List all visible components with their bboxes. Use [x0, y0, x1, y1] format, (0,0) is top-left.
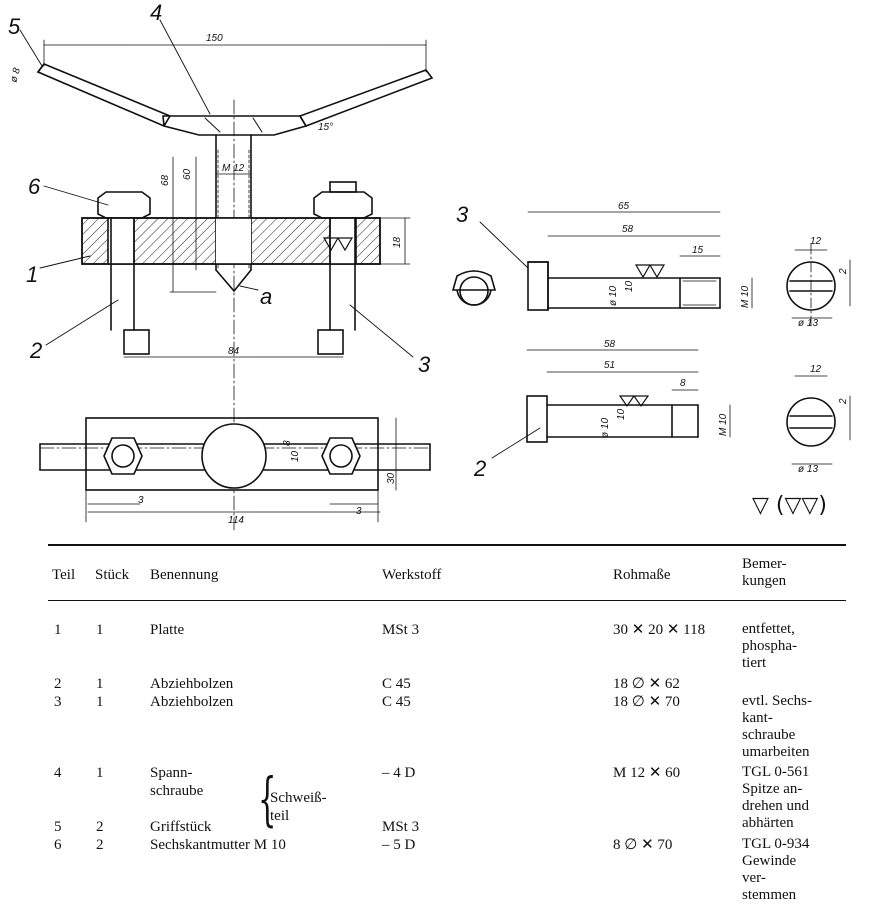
dim-10-a: 10 [624, 280, 635, 292]
dim-8-b: 8 [680, 378, 686, 389]
header-teil: Teil [52, 567, 76, 583]
row5-benennung: Griffstück [150, 819, 212, 835]
dim-3-left: 3 [138, 495, 144, 506]
row3-werkstoff: C 45 [382, 694, 411, 710]
part2-detail [526, 349, 851, 465]
dim-12-a: 12 [810, 236, 822, 247]
dim-12-b: 12 [810, 364, 822, 375]
row1-teil: 1 [54, 622, 62, 638]
row1-werkstoff: MSt 3 [382, 622, 420, 638]
row2-stueck: 1 [96, 676, 104, 692]
row6-benennung: Sechskantmutter M 10 [150, 837, 286, 853]
row1-rohmasse: 30 ✕ 20 ✕ 118 [613, 622, 706, 638]
dim-30: 30 [386, 472, 397, 484]
row2-werkstoff: C 45 [382, 676, 411, 692]
table-header-rule [48, 600, 846, 601]
header-werkstoff: Werkstoff [382, 567, 442, 583]
dim-150: 150 [206, 33, 223, 44]
dim-58-a: 58 [622, 224, 634, 235]
surface-finish-legend: ▽ (▽▽) [752, 493, 827, 518]
row4-benennung: Spann- schraube [150, 765, 204, 799]
dim-dia-13-a: ø 13 [798, 318, 818, 329]
header-stueck: Stück [95, 567, 130, 583]
weld-note: Schweiß- teil [270, 790, 327, 824]
part-number-3: 3 [418, 352, 431, 377]
row4-bemerkungen: TGL 0-561 Spitze an- drehen und abhärten [742, 764, 810, 831]
dim-m12: M 12 [222, 163, 245, 174]
bolt-left [97, 191, 151, 355]
row1-benennung: Platte [150, 622, 185, 638]
dim-10-b: 10 [616, 408, 627, 420]
part-number-5: 5 [8, 14, 21, 39]
dim-58-b: 58 [604, 339, 616, 350]
row3-bemerkungen: evtl. Sechs- kant- schraube umarbeiten [742, 693, 812, 760]
technical-drawing: 5 4 6 1 2 a 3 3 2 150 ø 8 15° M 12 68 60… [8, 0, 851, 531]
dim-65: 65 [618, 201, 630, 212]
row4-werkstoff: – 4 D [382, 765, 416, 781]
dim-18: 18 [392, 236, 403, 248]
top-view [39, 417, 431, 523]
dim-dia-8: ø 8 [9, 66, 23, 83]
weld-brace: { [258, 765, 277, 833]
dim-3-right: 3 [356, 506, 362, 517]
row2-benennung: Abziehbolzen [150, 676, 234, 692]
row3-teil: 3 [54, 694, 62, 710]
part3-detail [451, 211, 851, 327]
row6-werkstoff: – 5 D [382, 837, 416, 853]
row5-teil: 5 [54, 819, 62, 835]
part-label-a: a [260, 284, 272, 309]
row6-stueck: 2 [96, 837, 104, 853]
dim-dia-10-b: ø 10 [600, 418, 611, 438]
dim-114: 114 [228, 515, 244, 526]
part-number-1: 1 [26, 262, 38, 287]
detail-number-2: 2 [473, 456, 486, 481]
header-rohmasse: Rohmaße [613, 567, 671, 583]
header-bemerkungen: Bemer- kungen [742, 556, 787, 589]
part-number-2: 2 [29, 338, 42, 363]
row1-stueck: 1 [96, 622, 104, 638]
row3-rohmasse: 18 ∅ ✕ 70 [613, 694, 680, 710]
row5-stueck: 2 [96, 819, 104, 835]
dim-m10-a: M 10 [740, 285, 751, 308]
table-top-rule [48, 544, 846, 546]
dim-dia-10-a: ø 10 [608, 286, 619, 306]
row3-benennung: Abziehbolzen [150, 694, 234, 710]
dim-2-b: 2 [838, 398, 849, 405]
dim-84: 84 [228, 346, 240, 357]
row6-teil: 6 [54, 837, 62, 853]
part-number-4: 4 [150, 0, 162, 25]
dim-15-deg: 15° [318, 122, 333, 133]
row5-werkstoff: MSt 3 [382, 819, 420, 835]
dim-2-a: 2 [838, 268, 849, 275]
dim-m10-b: M 10 [718, 413, 729, 436]
dim-10-top: 10 [290, 450, 301, 462]
header-benennung: Benennung [150, 567, 219, 583]
dim-68: 68 [160, 174, 171, 186]
row4-stueck: 1 [96, 765, 104, 781]
detail-number-3: 3 [456, 202, 469, 227]
row4-teil: 4 [54, 765, 62, 781]
row3-stueck: 1 [96, 694, 104, 710]
dim-60: 60 [182, 168, 193, 180]
row2-teil: 2 [54, 676, 62, 692]
part-number-6: 6 [28, 174, 41, 199]
dim-15: 15 [692, 245, 704, 256]
row1-bemerkungen: entfettet, phospha- tiert [742, 621, 797, 671]
dim-8-top: 8 [282, 440, 293, 446]
row6-rohmasse: 8 ∅ ✕ 70 [613, 837, 673, 853]
row4-rohmasse: M 12 ✕ 60 [613, 765, 681, 781]
row2-rohmasse: 18 ∅ ✕ 62 [613, 676, 680, 692]
dim-51: 51 [604, 360, 615, 371]
bolt-right [313, 181, 373, 355]
dim-dia-13-b: ø 13 [798, 464, 818, 475]
row6-bemerkungen: TGL 0-934 Gewinde ver- stemmen [742, 836, 810, 903]
